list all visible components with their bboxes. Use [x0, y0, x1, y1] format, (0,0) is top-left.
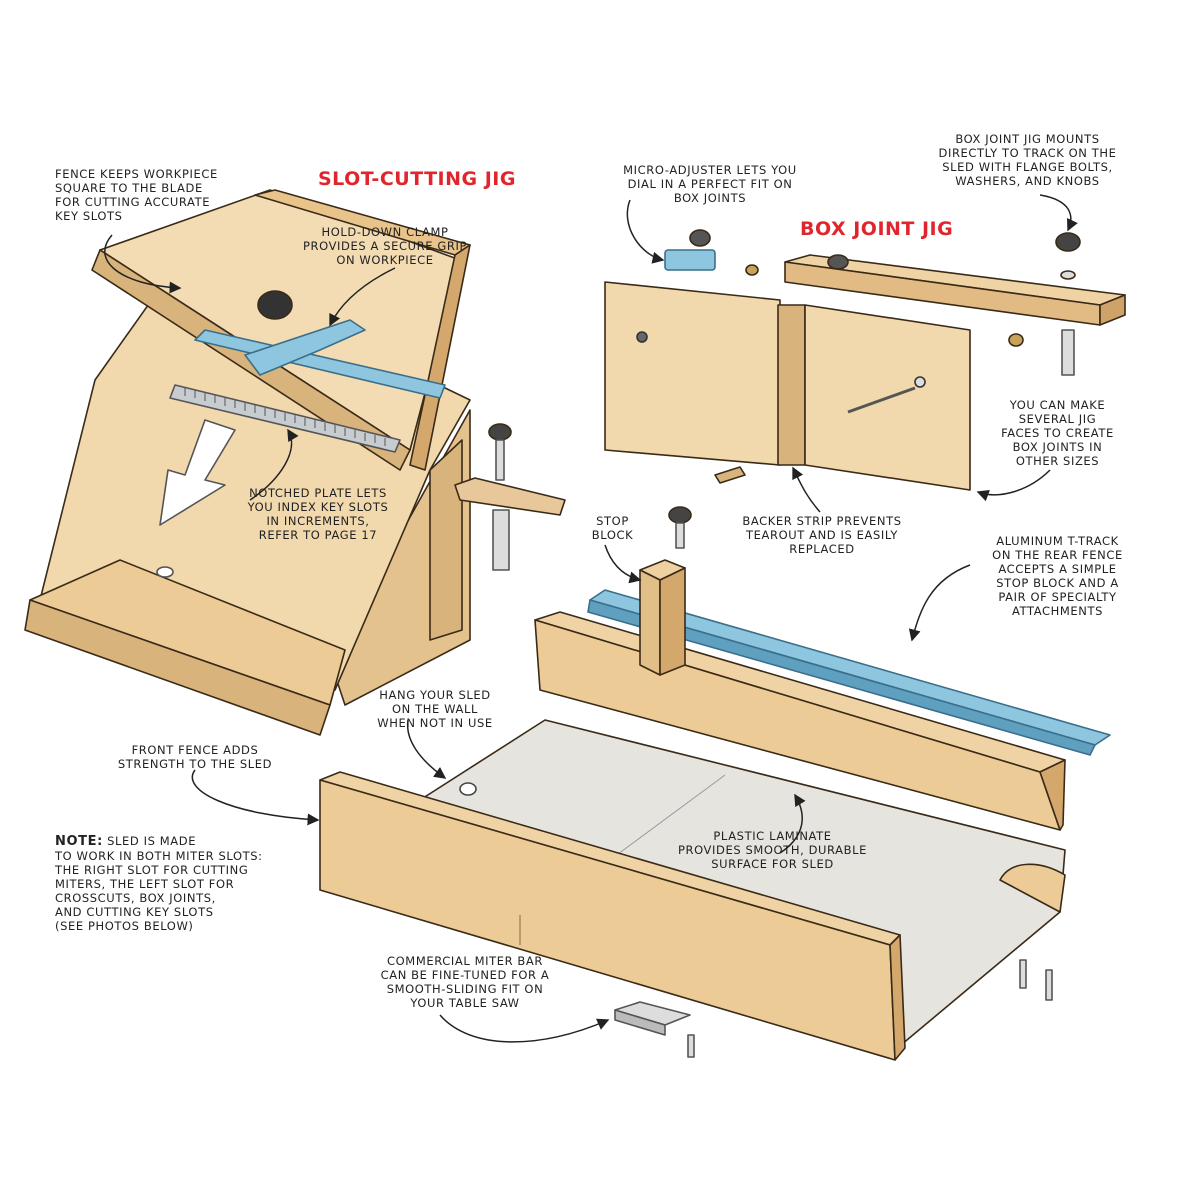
label-commercial-miter-bar: COMMERCIAL MITER BAR CAN BE FINE-TUNED F… — [380, 954, 550, 1010]
sled-drawing — [319, 719, 1066, 1061]
leader-lines — [104, 194, 1078, 1043]
slot-cutting-jig-drawing — [24, 189, 566, 736]
jig-t-track — [194, 329, 446, 399]
blade-direction-arrow — [159, 419, 236, 526]
label-hold-down-clamp: HOLD-DOWN CLAMP PROVIDES A SECURE GRIP O… — [303, 225, 467, 267]
note-body: SLED IS MADE TO WORK IN BOTH MITER SLOTS… — [55, 834, 263, 933]
label-notched-plate: NOTCHED PLATE LETS YOU INDEX KEY SLOTS I… — [247, 486, 389, 542]
clamp-knob — [257, 290, 293, 320]
micro-adjuster — [664, 249, 716, 271]
label-fence-keeps: FENCE KEEPS WORKPIECE SQUARE TO THE BLAD… — [55, 167, 218, 223]
label-backer-strip: BACKER STRIP PREVENTS TEAROUT AND IS EAS… — [742, 514, 902, 556]
label-plastic-laminate: PLASTIC LAMINATE PROVIDES SMOOTH, DURABL… — [677, 829, 868, 871]
backer-strip — [777, 304, 806, 466]
slot-cutting-jig-title: SLOT-CUTTING JIG — [318, 168, 516, 190]
label-micro-adjuster: MICRO-ADJUSTER LETS YOU DIAL IN A PERFEC… — [623, 163, 797, 205]
rear-fence-drawing — [534, 506, 1111, 831]
jig-arm — [454, 477, 566, 516]
label-box-joint-mounts: BOX JOINT JIG MOUNTS DIRECTLY TO TRACK O… — [938, 132, 1117, 188]
note-heading: NOTE: — [55, 834, 103, 849]
label-several-jig-faces: YOU CAN MAKE SEVERAL JIG FACES TO CREATE… — [1001, 398, 1114, 468]
label-hang-sled: HANG YOUR SLED ON THE WALL WHEN NOT IN U… — [377, 688, 493, 730]
box-joint-jig-drawing — [604, 229, 1126, 491]
box-joint-jig-title: BOX JOINT JIG — [800, 218, 954, 240]
label-aluminum-t-track: ALUMINUM T-TRACK ON THE REAR FENCE ACCEP… — [992, 534, 1123, 618]
label-front-fence: FRONT FENCE ADDS STRENGTH TO THE SLED — [117, 743, 273, 771]
label-stop-block: STOP BLOCK — [591, 514, 634, 542]
box-joint-face-left — [604, 281, 781, 466]
note: NOTE: SLED IS MADE TO WORK IN BOTH MITER… — [55, 834, 263, 933]
